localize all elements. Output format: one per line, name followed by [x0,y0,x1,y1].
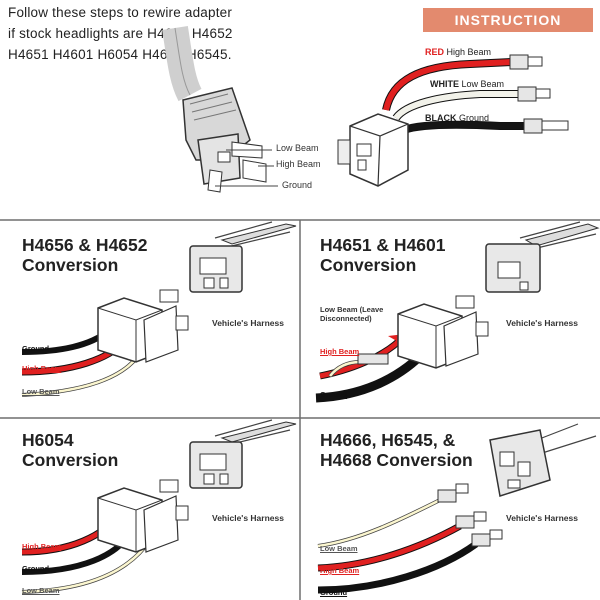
panel3-tag-low-beam: Low Beam [22,586,60,595]
panel2-harness-label: Vehicle's Harness [506,318,578,328]
wire-white-text: Low Beam [461,79,505,89]
header-plug-illustration [162,25,278,193]
panel1-wiring [21,289,189,397]
panel3-harness [189,419,297,489]
panel3-tag-ground: Ground [22,564,50,573]
panel1-tag-ground: Ground [22,344,50,353]
intro-line-1: Follow these steps to rewire adapter [8,5,233,20]
panel3-wiring [21,479,189,594]
panel3-title: H6054 Conversion [22,430,119,470]
panel1-title: H4656 & H4652 Conversion [22,235,148,275]
wire-label-red: RED High Beam [425,47,491,57]
panel3-tag-high-beam: High Beam [22,542,62,551]
panel2-low-beam-note: Low Beam (Leave Disconnected) [320,305,384,323]
wire-label-white: WHITE Low Beam [430,79,504,89]
panel1-tag-high-beam: High Beam [22,364,62,373]
wire-black-text: Ground [459,113,490,123]
panel1-tag-low-beam: Low Beam [22,387,60,396]
panel3-harness-label: Vehicle's Harness [212,513,284,523]
plug-high-beam-label: High Beam [276,159,321,169]
panel1-harness-label: Vehicle's Harness [212,318,284,328]
plug-low-beam-label: Low Beam [276,143,319,153]
wire-white-word: WHITE [430,79,459,89]
panel4-harness [489,423,597,497]
panel2-title: H4651 & H4601 Conversion [320,235,446,275]
plug-ground-label: Ground [282,180,313,190]
wire-label-black: BLACK Ground [425,113,489,123]
panel4-tag-low-beam: Low Beam [320,544,358,553]
header-adapter-illustration [337,54,569,187]
panel2-harness [485,221,600,293]
panel1-harness [189,221,297,293]
wire-black-word: BLACK [425,113,457,123]
instruction-badge: INSTRUCTION [423,8,593,32]
wire-red-word: RED [425,47,445,57]
panel2-tag-high-beam: High Beam [320,347,360,356]
panel4-wiring [317,483,503,594]
panel4-title: H4666, H6545, & H4668 Conversion [320,430,473,470]
panel4-tag-high-beam: High Beam [320,566,360,575]
panel2-wiring [315,295,489,403]
panel4-tag-ground: Ground [320,588,348,597]
wire-red-text: High Beam [446,47,492,57]
panel2-tag-ground: Ground [320,390,348,399]
panel4-harness-label: Vehicle's Harness [506,513,578,523]
